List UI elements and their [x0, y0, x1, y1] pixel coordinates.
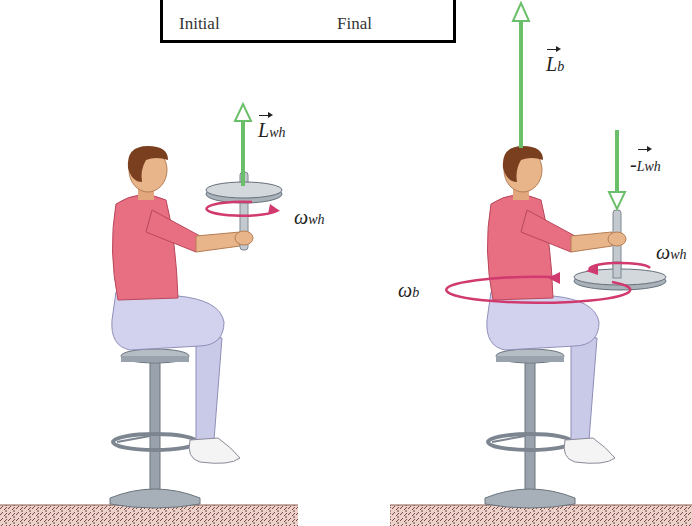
panel-heading: Final	[337, 14, 372, 34]
angular-velocity-label: ωwh	[656, 240, 686, 264]
caption-box: Initial Final	[160, 0, 456, 43]
final-figure	[446, 3, 666, 508]
panel-heading: Initial	[179, 14, 220, 34]
angular-velocity-label: ωb	[398, 278, 419, 302]
vector-label: Lwh	[258, 118, 285, 142]
angular-velocity-label: ωwh	[294, 205, 324, 229]
vector-label: -Lwh	[630, 152, 661, 176]
initial-figure	[110, 104, 282, 508]
vector-label: Lb	[546, 52, 564, 76]
